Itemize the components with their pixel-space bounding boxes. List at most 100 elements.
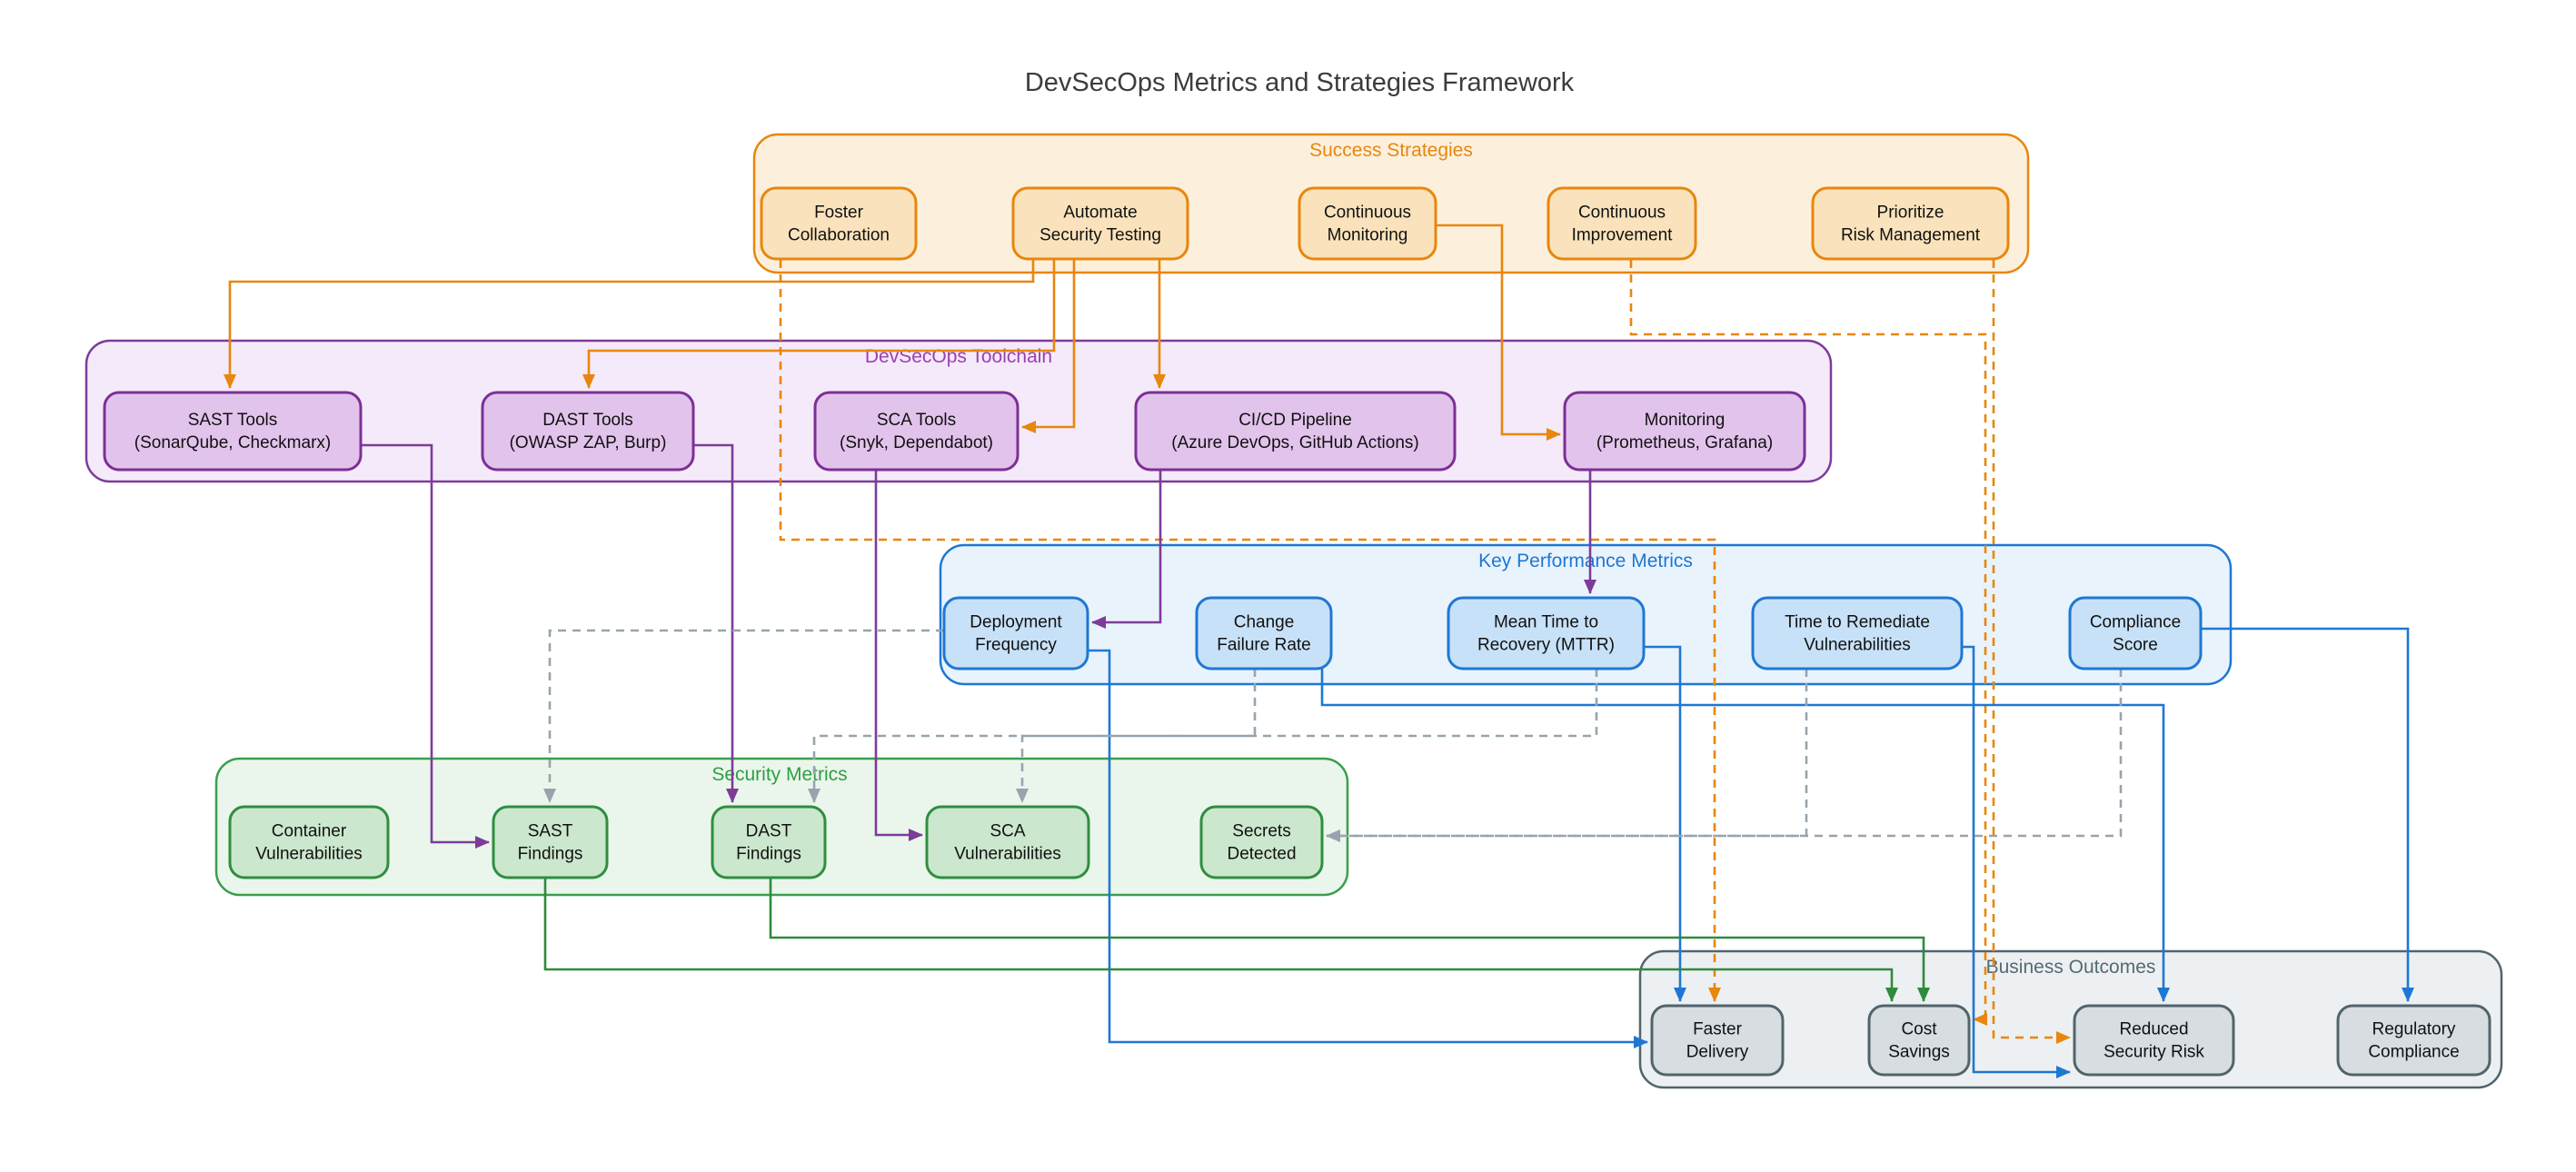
node-box-sast_tools xyxy=(103,391,363,472)
edge-dast-tools-to-dast-findings xyxy=(693,443,739,803)
node-box-contimp xyxy=(1547,186,1697,261)
edge-sast-findings-to-cost-savings xyxy=(543,878,1898,1002)
group-label-toolchain: DevSecOps Toolchain xyxy=(865,346,1052,367)
node-sca_tools: SCA Tools(Snyk, Dependabot) xyxy=(813,391,1019,472)
node-box-scav xyxy=(925,805,1090,879)
node-monitoring: Monitoring(Prometheus, Grafana) xyxy=(1563,391,1806,472)
group-label-kpi: Key Performance Metrics xyxy=(1478,551,1693,571)
edge-cicd-to-deploy-freq xyxy=(1091,471,1162,629)
edge-sca-tools-to-sca-vulns xyxy=(874,471,923,841)
edge-deploy-freq-to-faster-delivery xyxy=(1088,649,1648,1048)
node-label-cicd: CI/CD Pipeline(Azure DevOps, GitHub Acti… xyxy=(1171,411,1418,452)
edge-ttr-to-secrets xyxy=(1326,669,1808,842)
edge-deploy-freq-to-sast-findings xyxy=(543,629,944,803)
node-label-monitoring: Monitoring(Prometheus, Grafana) xyxy=(1596,411,1773,452)
node-box-contvuln xyxy=(228,805,390,879)
node-box-ttr xyxy=(1751,596,1964,670)
edge-sast-tools-to-sast-findings xyxy=(361,443,490,849)
node-box-df xyxy=(942,596,1089,670)
edge-foster-to-faster-delivery xyxy=(779,260,1721,1002)
node-box-costsav xyxy=(1867,1004,1971,1077)
group-label-strategies: Success Strategies xyxy=(1309,140,1473,161)
edge-contimp-to-cost-savings xyxy=(1629,260,1987,1026)
node-box-dastf xyxy=(711,805,827,879)
edge-dast-findings-to-cost-savings xyxy=(769,878,1930,1002)
edge-change-failure-to-reduced-risk xyxy=(1320,669,2170,1002)
node-sast_tools: SAST Tools(SonarQube, Checkmarx) xyxy=(103,391,363,472)
node-box-mttr xyxy=(1447,596,1646,670)
node-box-sastf xyxy=(492,805,609,879)
node-box-cfr xyxy=(1195,596,1333,670)
node-label-sca_tools: SCA Tools(Snyk, Dependabot) xyxy=(840,411,993,452)
node-dast_tools: DAST Tools(OWASP ZAP, Burp) xyxy=(481,391,695,472)
node-box-fd xyxy=(1650,1004,1785,1077)
edge-compliance-to-secrets xyxy=(1326,669,2123,842)
node-box-rsr xyxy=(2073,1004,2235,1077)
node-box-prm xyxy=(1811,186,2010,261)
node-label-sast_tools: SAST Tools(SonarQube, Checkmarx) xyxy=(134,411,331,452)
edge-automate-to-dast-tools xyxy=(582,260,1056,389)
group-box-outcomes xyxy=(1638,949,2503,1089)
node-box-dast_tools xyxy=(481,391,695,472)
edge-mttr-to-faster-delivery xyxy=(1644,645,1686,1002)
group-outcomes: Business Outcomes xyxy=(1638,949,2503,1089)
edge-mttr-to-sca-vulns xyxy=(1016,669,1598,803)
node-box-cicd xyxy=(1134,391,1457,472)
group-label-outcomes: Business Outcomes xyxy=(1986,957,2156,978)
edge-automate-to-sast-tools xyxy=(224,260,1035,389)
diagram-title: DevSecOps Metrics and Strategies Framewo… xyxy=(1025,68,1575,97)
node-box-foster xyxy=(760,186,918,261)
edge-prm-to-reduced-risk xyxy=(1992,260,2071,1044)
edge-change-failure-to-dast-findings xyxy=(808,669,1257,803)
node-box-regc xyxy=(2336,1004,2491,1077)
node-label-dast_tools: DAST Tools(OWASP ZAP, Burp) xyxy=(510,411,667,452)
node-box-sca_tools xyxy=(813,391,1019,472)
edge-ttr-to-reduced-risk xyxy=(1962,645,2071,1078)
node-cicd: CI/CD Pipeline(Azure DevOps, GitHub Acti… xyxy=(1134,391,1457,472)
node-box-contmon xyxy=(1298,186,1437,261)
node-box-automate xyxy=(1011,186,1189,261)
node-box-compscore xyxy=(2068,596,2203,670)
edge-contmon-to-monitoring xyxy=(1436,223,1561,441)
node-box-secrets xyxy=(1199,805,1324,879)
